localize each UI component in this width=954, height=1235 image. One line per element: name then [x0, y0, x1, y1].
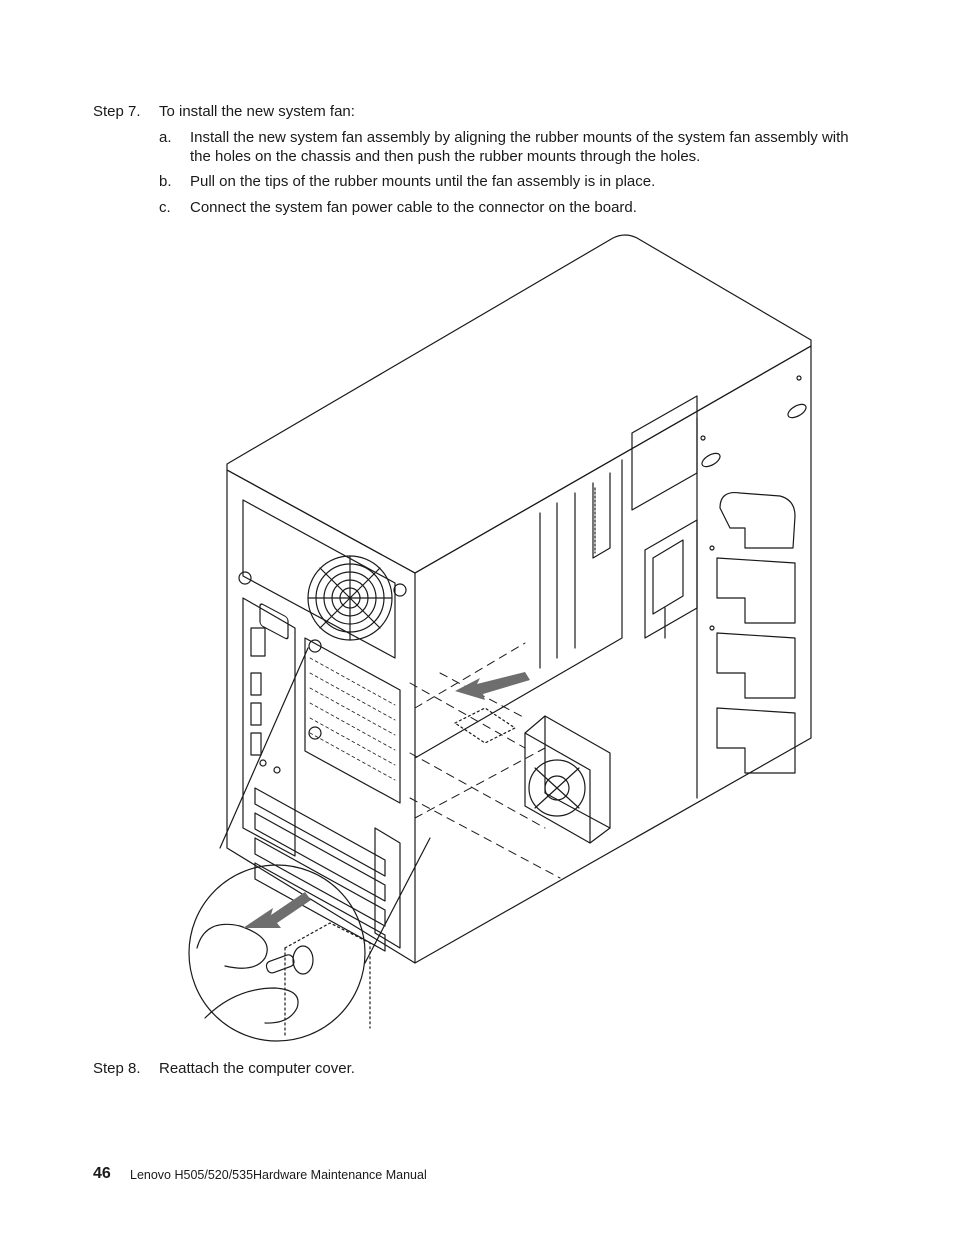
substep-c-text: Connect the system fan power cable to th… [190, 199, 637, 216]
manual-title: Lenovo H505/520/535Hardware Maintenance … [130, 1168, 427, 1182]
fan-removal-arrow-icon [455, 672, 530, 700]
chassis-rear-panel [226, 469, 416, 964]
substep-b-text: Pull on the tips of the rubber mounts un… [190, 173, 656, 190]
substep-a-text: Install the new system fan assembly by a… [190, 129, 849, 165]
step-8-number: Step 8. [93, 1060, 141, 1077]
step-7-text: To install the new system fan: [159, 103, 355, 120]
substep-b-letter: b. [159, 173, 172, 190]
substep-a-letter: a. [159, 129, 172, 146]
substep-c-letter: c. [159, 199, 171, 216]
step-8-text: Reattach the computer cover. [159, 1060, 355, 1077]
system-fan-installation-illustration [188, 234, 812, 1042]
rear-fan-vent [304, 637, 401, 804]
page-number: 46 [93, 1165, 111, 1182]
power-inlet [259, 603, 289, 640]
chassis-side-frame [414, 345, 812, 964]
step-7-number: Step 7. [93, 103, 141, 120]
chassis-top-panel [226, 234, 812, 574]
pull-direction-arrow-icon [243, 892, 311, 928]
drive-bay-cutouts [719, 491, 796, 549]
magnified-detail-circle [188, 864, 366, 1042]
